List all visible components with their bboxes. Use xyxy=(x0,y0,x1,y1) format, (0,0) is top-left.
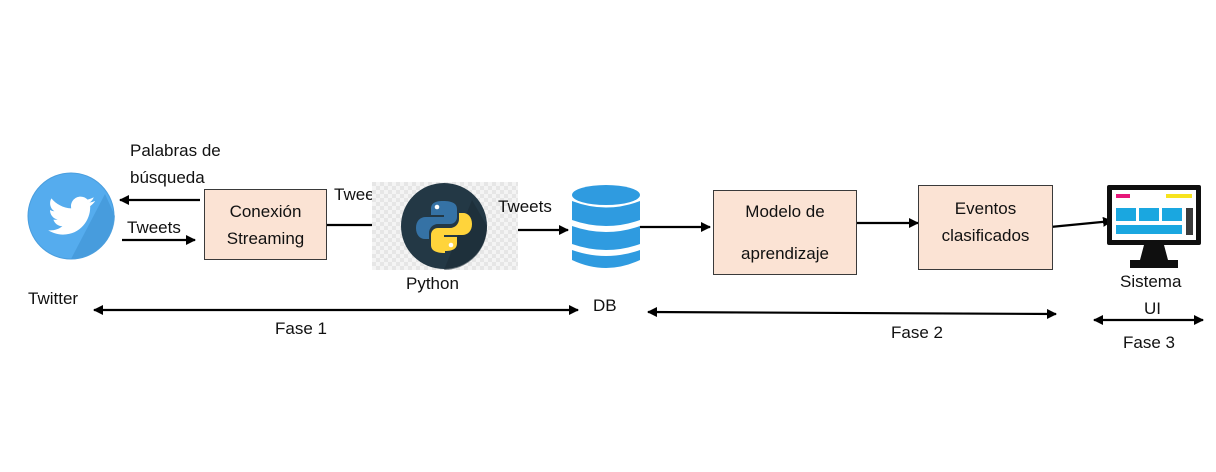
sistema-label-line2: UI xyxy=(1144,299,1161,318)
modelo-line2: aprendizaje xyxy=(741,243,829,263)
tweets-in-label: Tweets xyxy=(127,218,181,237)
fase3-label: Fase 3 xyxy=(1123,333,1175,352)
twitter-bird-icon xyxy=(27,172,115,260)
modelo-aprendizaje-box: Modelo de aprendizaje xyxy=(713,190,857,275)
eventos-line2: clasificados xyxy=(941,226,1030,245)
keywords-label: Palabras de xyxy=(130,138,221,164)
keywords-label-line2: búsqueda xyxy=(130,168,205,187)
sistema-label-line1: Sistema xyxy=(1120,272,1182,291)
twitter-label: Twitter xyxy=(28,289,79,308)
eventos-line1: Eventos xyxy=(954,199,1017,218)
conexion-line1: Conexión xyxy=(229,201,302,221)
python-label: Python xyxy=(406,274,459,293)
conexion-line2: Streaming xyxy=(226,228,305,248)
modelo-line1: Modelo de xyxy=(745,201,825,221)
conexion-streaming-box: Conexión Streaming xyxy=(204,189,327,260)
monitor-ui-icon xyxy=(1107,185,1201,268)
fase2-label: Fase 2 xyxy=(891,323,943,342)
db-label: DB xyxy=(593,296,617,315)
tweets-to-db-label: Tweets xyxy=(498,197,552,216)
fase1-label: Fase 1 xyxy=(275,319,327,338)
keywords-label-line1: Palabras de xyxy=(130,141,221,160)
fase2-span-arrow xyxy=(647,307,1057,319)
keywords-label-second: búsqueda xyxy=(130,165,205,191)
eventos-clasificados-box: Eventos clasificados xyxy=(918,185,1053,270)
python-logo-icon xyxy=(372,182,518,270)
database-icon xyxy=(572,185,640,268)
